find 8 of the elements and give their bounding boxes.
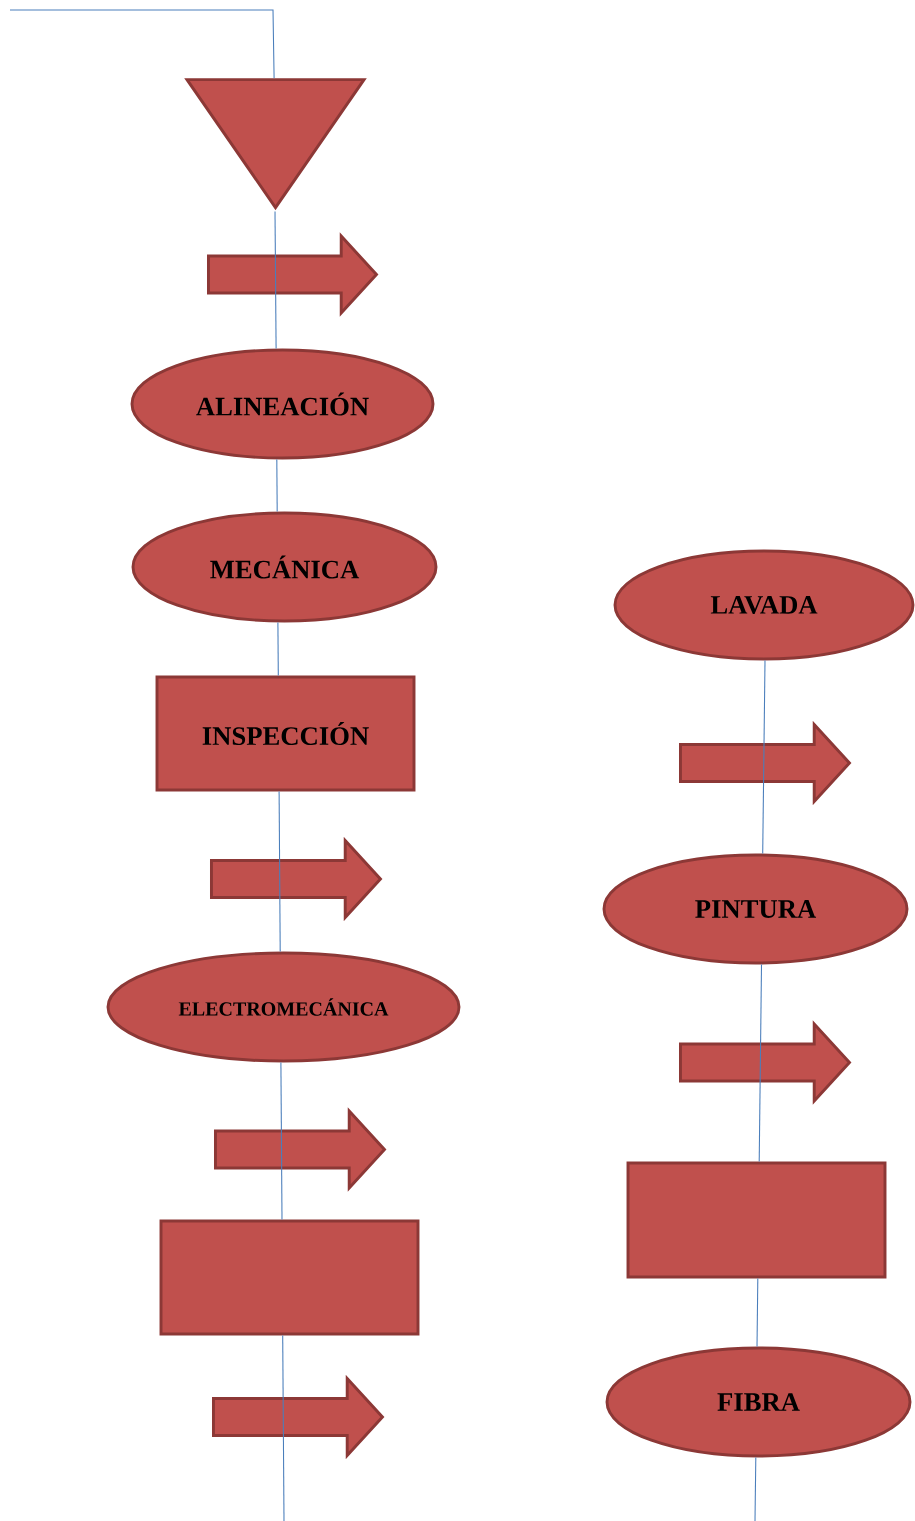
connector-line — [9, 9, 275, 79]
connector-line — [756, 1277, 759, 1348]
process-box — [159, 1219, 420, 1336]
connector-line — [276, 458, 278, 513]
connector-line — [754, 1456, 757, 1521]
connector-line — [277, 621, 279, 677]
process-box — [626, 1161, 887, 1279]
process-box: INSPECCIÓN — [155, 675, 416, 792]
